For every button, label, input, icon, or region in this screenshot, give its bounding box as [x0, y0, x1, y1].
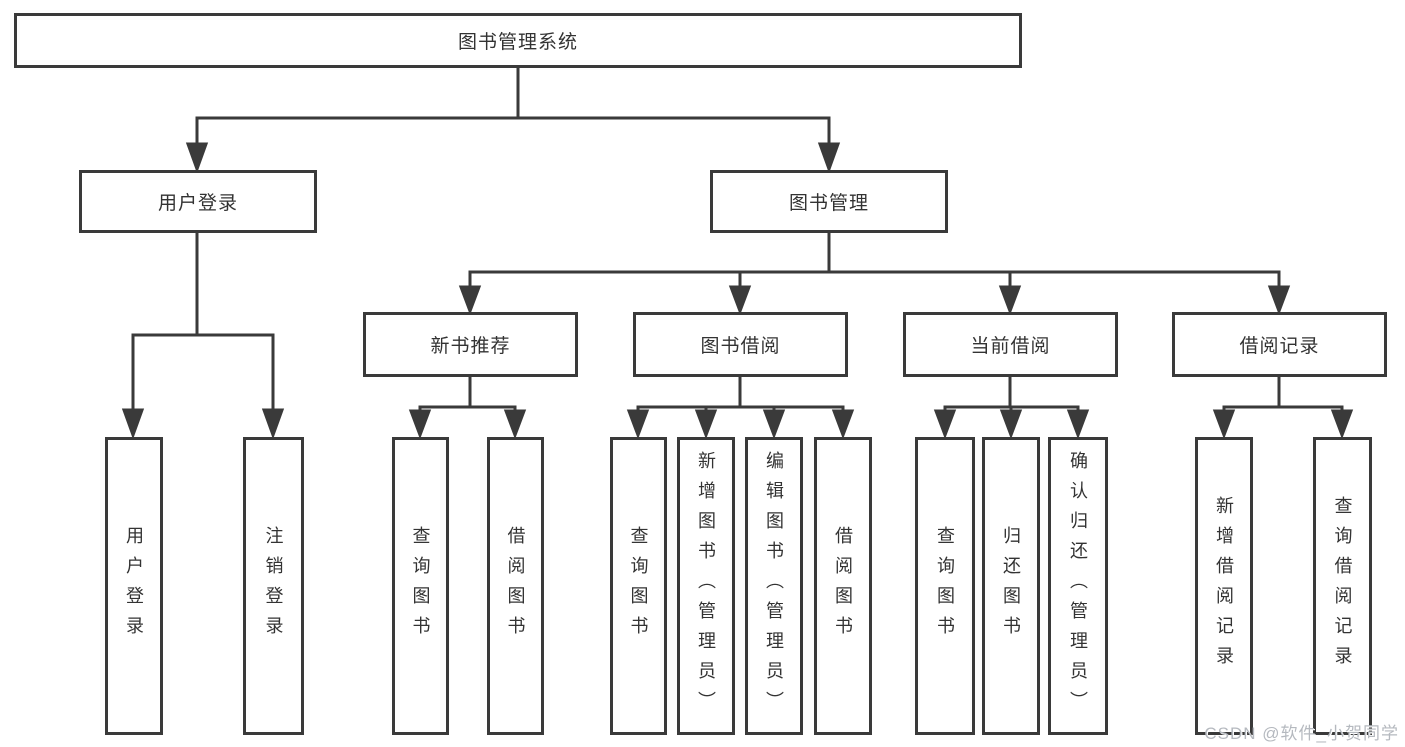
node-user-login: 用户登录	[79, 170, 317, 233]
leaf-add-book-admin: 新增图书（管理员）	[677, 437, 735, 735]
leaf-label: 查询图书	[935, 526, 955, 646]
leaf-label: 归还图书	[1001, 526, 1021, 646]
node-library-management-system: 图书管理系统	[14, 13, 1022, 68]
leaf-query-books-2: 查询图书	[610, 437, 667, 735]
leaf-query-books: 查询图书	[392, 437, 449, 735]
watermark-text: CSDN @软件_小贺同学	[1204, 724, 1399, 743]
leaf-borrow-books-2: 借阅图书	[814, 437, 872, 735]
leaf-add-borrow-record: 新增借阅记录	[1195, 437, 1253, 735]
leaf-label: 查询图书	[410, 526, 431, 646]
leaf-logout: 注销登录	[243, 437, 304, 735]
leaf-query-borrow-record: 查询借阅记录	[1313, 437, 1372, 735]
leaf-label: 新增图书（管理员）	[696, 451, 716, 721]
leaf-return-book: 归还图书	[982, 437, 1040, 735]
leaf-label: 编辑图书（管理员）	[764, 451, 784, 721]
leaf-label: 查询图书	[628, 526, 649, 646]
node-new-book-recommendation: 新书推荐	[363, 312, 578, 377]
leaf-label: 确认归还（管理员）	[1068, 451, 1088, 721]
leaf-borrow-books: 借阅图书	[487, 437, 544, 735]
node-current-borrowing: 当前借阅	[903, 312, 1118, 377]
leaf-confirm-return-admin: 确认归还（管理员）	[1048, 437, 1108, 735]
leaf-label: 借阅图书	[833, 526, 853, 646]
leaf-label: 借阅图书	[505, 526, 526, 646]
leaf-user-login: 用户登录	[105, 437, 163, 735]
leaf-label: 新增借阅记录	[1214, 496, 1234, 676]
leaf-label: 注销登录	[263, 526, 284, 646]
leaf-label: 查询借阅记录	[1332, 496, 1353, 676]
leaf-label: 用户登录	[124, 526, 144, 646]
leaf-edit-book-admin: 编辑图书（管理员）	[745, 437, 803, 735]
node-book-borrowing: 图书借阅	[633, 312, 848, 377]
node-borrowing-records: 借阅记录	[1172, 312, 1387, 377]
node-book-management: 图书管理	[710, 170, 948, 233]
leaf-query-books-3: 查询图书	[915, 437, 975, 735]
